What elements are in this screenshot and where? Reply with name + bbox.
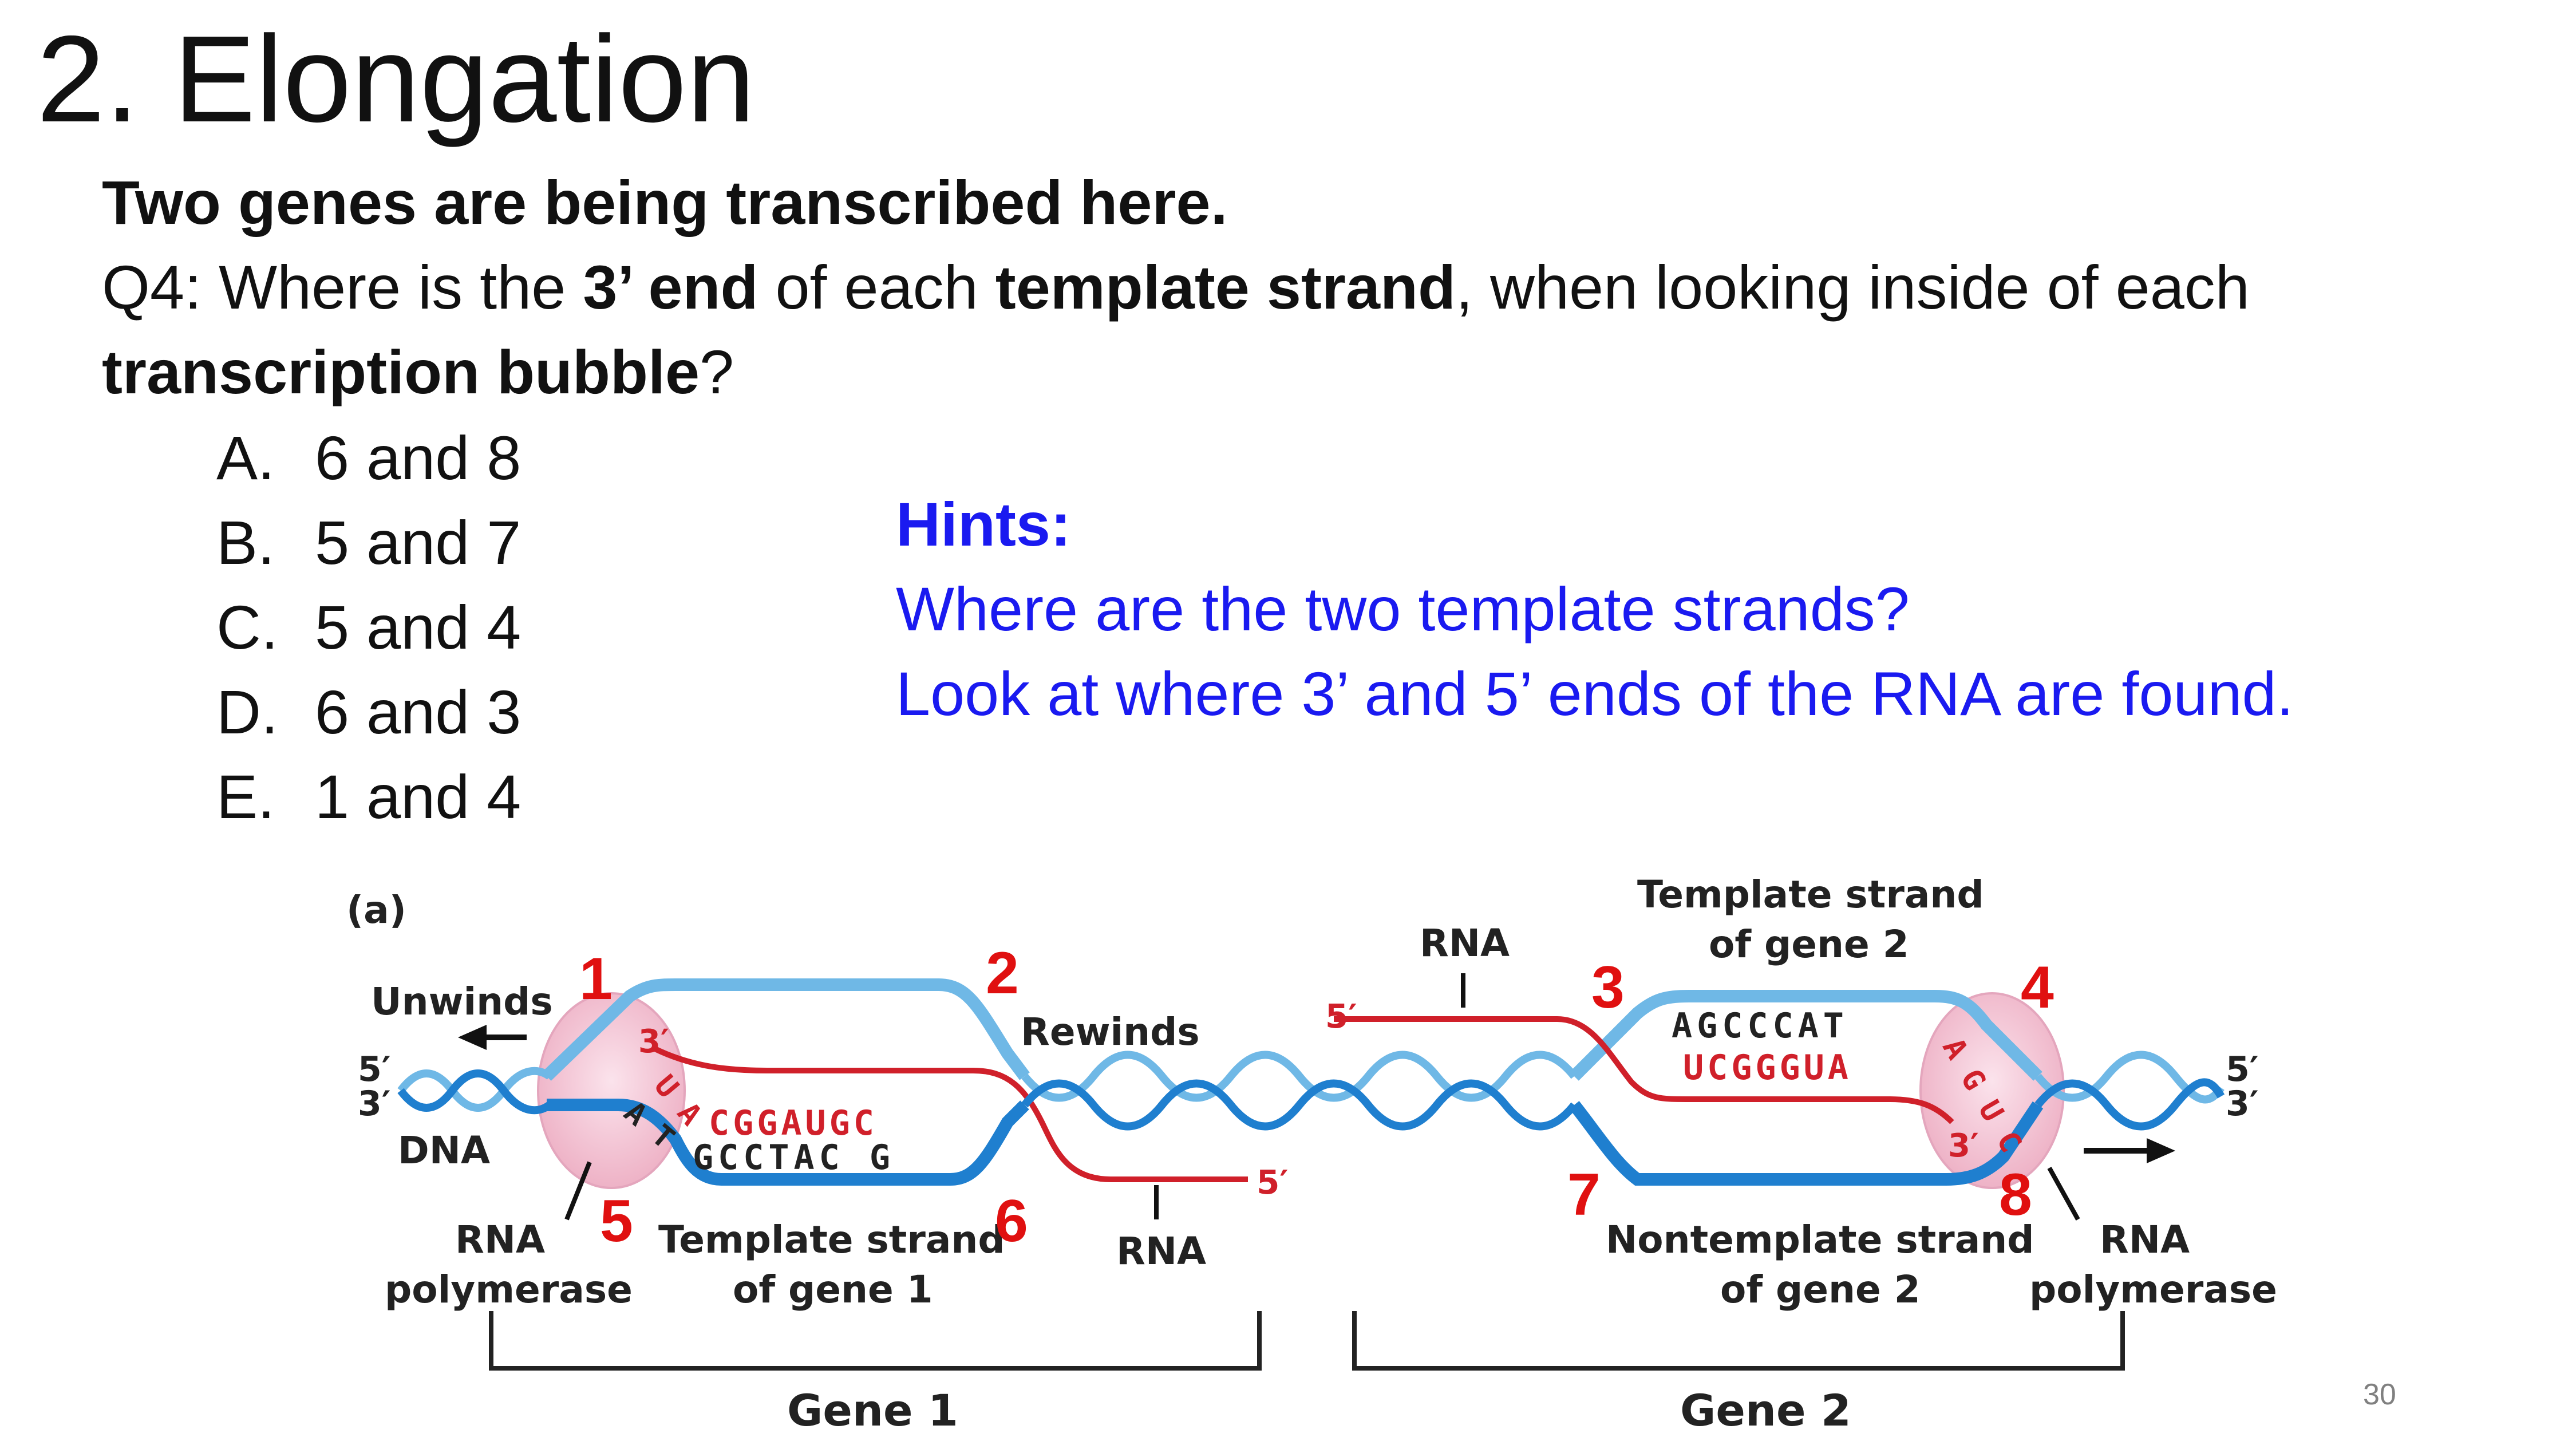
rna1-three-prime: 3′ <box>638 1023 669 1060</box>
rna2-five-prime: 5′ <box>1325 997 1357 1036</box>
option-letter: D. <box>216 677 278 747</box>
option-text: 5 and 7 <box>315 508 521 577</box>
option-c[interactable]: C. 5 and 4 <box>216 585 521 670</box>
rna2-three-prime: 3′ <box>1948 1127 1979 1164</box>
unwinds-label: Unwinds <box>371 980 553 1024</box>
option-letter: C. <box>216 593 278 662</box>
dna-three-prime-right: 3′ <box>2226 1084 2259 1124</box>
slide-title: 2. Elongation <box>37 10 756 148</box>
question-text-line2: transcription bubble? <box>102 330 2334 414</box>
rna-polymerase-2 <box>1919 992 2065 1189</box>
dna-helix-left <box>397 1067 552 1115</box>
polymerase-pointer-left <box>564 1161 592 1221</box>
option-text: 6 and 3 <box>315 677 521 747</box>
option-letter: B. <box>216 508 275 577</box>
option-b[interactable]: B. 5 and 7 <box>216 500 521 585</box>
polymerase-left-line1: RNA <box>455 1218 545 1262</box>
nontemplate-gene2-line2: of gene 2 <box>1720 1268 1921 1312</box>
polymerase-pointer-right <box>2047 1167 2080 1221</box>
template-gene1-line1: Template strand <box>658 1218 1005 1262</box>
template-gene1-line2: of gene 1 <box>733 1268 933 1312</box>
question-prefix: Q4: Where is the <box>102 252 583 322</box>
option-text: 5 and 4 <box>315 593 521 662</box>
polymerase-right-line2: polymerase <box>2029 1268 2277 1312</box>
marker-7: 7 <box>1567 1162 1601 1228</box>
sequence-dna-gene1: GCCTAC G <box>693 1138 895 1178</box>
dna-five-prime-left: 5′ <box>358 1049 391 1089</box>
rna-strand-gene2 <box>1334 1016 1954 1124</box>
polymerase-left-line2: polymerase <box>385 1268 633 1312</box>
nontemplate-strand-gene1 <box>542 978 1030 1081</box>
option-a[interactable]: A. 6 and 8 <box>216 416 521 500</box>
question-text: Q4: Where is the 3’ end of each template… <box>102 245 2334 330</box>
question-suffix: ? <box>700 337 734 406</box>
gene1-bracket <box>489 1311 1262 1371</box>
gene2-label: Gene 2 <box>1680 1385 1851 1436</box>
question-bold-transcription-bubble: transcription bubble <box>102 337 700 406</box>
dna-three-prime-left: 3′ <box>358 1084 391 1124</box>
template-gene2-line2: of gene 2 <box>1709 922 1909 966</box>
rna-label-bottom: RNA <box>1116 1229 1206 1273</box>
option-e[interactable]: E. 1 and 4 <box>216 755 521 839</box>
dna-helix-right <box>2034 1051 2225 1131</box>
dna-five-prime-right: 5′ <box>2226 1049 2259 1089</box>
option-d[interactable]: D. 6 and 3 <box>216 670 521 755</box>
template-strand-gene2 <box>1570 990 2042 1081</box>
polymerase-right-line1: RNA <box>2100 1218 2190 1262</box>
intro-line: Two genes are being transcribed here. <box>102 168 1228 237</box>
template-strand-gene1 <box>547 1099 1029 1186</box>
hint-line-2: Look at where 3’ and 5’ ends of the RNA … <box>896 659 2294 728</box>
question-bold-template-strand: template strand <box>995 252 1456 322</box>
sequence-rna-gene1: CGGAUGC <box>709 1103 878 1143</box>
question-block: Two genes are being transcribed here. Q4… <box>102 160 2334 414</box>
nontemplate-gene2-line1: Nontemplate strand <box>1606 1218 2034 1262</box>
marker-1: 1 <box>579 946 613 1012</box>
marker-3: 3 <box>1591 954 1625 1021</box>
nontemplate-strand-gene2 <box>1569 1101 2044 1186</box>
answer-options: A.6 and 8 B.5 and 7 C.5 and 4 D.6 and 3 … <box>216 416 521 839</box>
hints-block: Hints: Where are the two template strand… <box>896 482 2294 736</box>
rna-strand-gene1 <box>651 1045 1248 1182</box>
hints-title: Hints: <box>896 489 1071 559</box>
option-letter: E. <box>216 762 275 831</box>
sequence-dna-gene2: AGCCCAT <box>1672 1006 1848 1046</box>
marker-5: 5 <box>600 1188 633 1254</box>
page-number: 30 <box>2363 1378 2396 1411</box>
question-bold-3-end: 3’ end <box>583 252 758 322</box>
gene2-bracket <box>1352 1311 2125 1371</box>
marker-8: 8 <box>1999 1162 2032 1228</box>
sequence-rna-gene2: UCGGGUA <box>1683 1048 1852 1088</box>
unwinds-arrow <box>458 1025 527 1050</box>
option-letter: A. <box>216 423 275 492</box>
rna1-five-prime: 5′ <box>1257 1163 1289 1202</box>
rewinds-label: Rewinds <box>1021 1010 1200 1054</box>
marker-6: 6 <box>995 1188 1028 1254</box>
question-mid-1: of each <box>758 252 995 322</box>
dna-label: DNA <box>398 1128 490 1172</box>
marker-2: 2 <box>986 940 1019 1006</box>
gene1-label: Gene 1 <box>787 1385 958 1436</box>
template-gene2-line1: Template strand <box>1637 872 1984 917</box>
hint-line-1: Where are the two template strands? <box>896 574 1910 643</box>
option-text: 1 and 4 <box>315 762 521 831</box>
question-mid-2: , when looking inside of each <box>1455 252 2250 322</box>
dna-helix-middle <box>1021 1051 1578 1131</box>
marker-4: 4 <box>2021 954 2054 1021</box>
panel-label: (a) <box>346 888 406 932</box>
direction-arrow-right <box>2084 1138 2175 1163</box>
option-text: 6 and 8 <box>315 423 521 492</box>
rna-label-top: RNA <box>1420 921 1510 965</box>
